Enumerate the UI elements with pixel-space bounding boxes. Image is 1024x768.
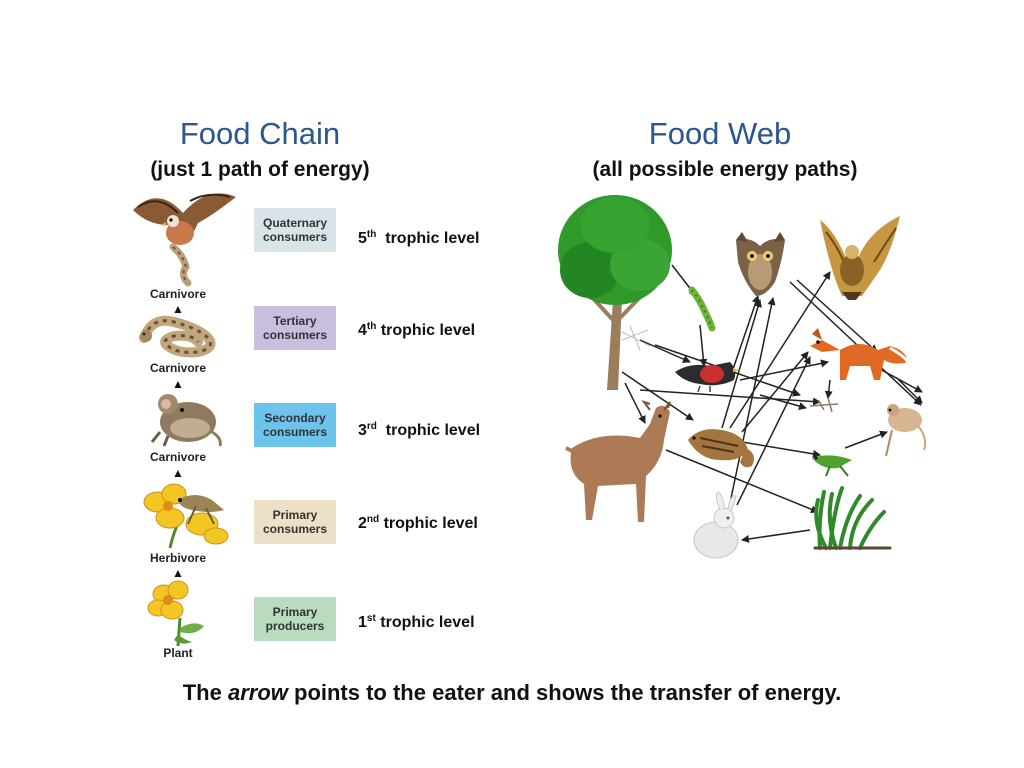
role-label-1: Carnivore (149, 287, 207, 301)
trophic-level-5: 5th trophic level (358, 229, 480, 248)
trophic-level-text: trophic level (380, 322, 476, 339)
trophic-level-4: 4th trophic level (358, 321, 475, 340)
role-label-2: Carnivore (149, 361, 207, 375)
caption: The arrow points to the eater and shows … (0, 680, 1024, 706)
ordinal-suffix: th (366, 229, 377, 240)
plant-icon (147, 580, 204, 647)
trophic-box-tertiary: Tertiary consumers (254, 306, 336, 350)
rabbit-icon (693, 491, 739, 559)
trophic-box-quaternary: Quaternary consumers (254, 208, 336, 252)
snake-icon (139, 315, 216, 358)
tree-icon (558, 195, 672, 390)
caterpillar-icon (688, 286, 716, 332)
trophic-box-primary-producers: Primary producers (254, 597, 336, 641)
energy-arrows (621, 264, 923, 543)
insect-icon (809, 397, 839, 413)
caption-text-before: The (182, 680, 228, 705)
bird-icon (675, 362, 740, 393)
fox-icon (810, 328, 910, 380)
trophic-level-2: 2nd trophic level (358, 514, 478, 533)
hawk-icon (133, 193, 236, 287)
caption-text-after: points to the eater and shows the transf… (287, 680, 842, 705)
chain-arrow-up-icon: ▲ (172, 302, 184, 316)
role-label-3: Carnivore (149, 450, 207, 464)
trophic-level-1: 1st trophic level (358, 613, 475, 632)
ordinal-number: 5 (358, 230, 367, 247)
chain-arrow-up-icon: ▲ (172, 466, 184, 480)
grasshopper-icon (812, 455, 852, 477)
chipmunk-icon (688, 429, 754, 468)
grasshopper-on-flower-icon (143, 483, 229, 549)
mouse-icon (885, 404, 927, 457)
mouse-icon (150, 394, 222, 447)
role-label-5: Plant (163, 646, 193, 660)
ordinal-number: 1 (358, 614, 367, 631)
trophic-level-text: trophic level (385, 422, 481, 439)
ordinal-suffix: rd (366, 421, 377, 432)
chain-arrow-up-icon: ▲ (172, 566, 184, 580)
trophic-level-text: trophic level (385, 230, 480, 247)
hawk-icon (820, 216, 900, 300)
trophic-box-primary-consumers: Primary consumers (254, 500, 336, 544)
trophic-level-3: 3rd trophic level (358, 421, 480, 440)
trophic-level-text: trophic level (380, 614, 475, 631)
chain-arrow-up-icon: ▲ (172, 377, 184, 391)
food-chain-title: Food Chain (179, 116, 341, 151)
deer-icon (565, 400, 671, 522)
ordinal-suffix: th (366, 321, 377, 332)
spider-web-icon (621, 325, 651, 351)
caption-emphasis: arrow (227, 680, 288, 705)
food-chain-subtitle: (just 1 path of energy) (150, 158, 370, 181)
owl-icon (736, 232, 785, 296)
food-web-subtitle: (all possible energy paths) (592, 158, 858, 181)
ordinal-number: 2 (358, 515, 367, 532)
ordinal-suffix: st (366, 613, 376, 624)
food-web-title: Food Web (648, 116, 792, 151)
ordinal-number: 3 (358, 422, 367, 439)
trophic-box-secondary: Secondary consumers (254, 403, 336, 447)
ordinal-suffix: nd (366, 514, 380, 525)
trophic-level-text: trophic level (383, 515, 478, 532)
role-label-4: Herbivore (149, 551, 207, 565)
grass-icon (813, 486, 892, 550)
ordinal-number: 4 (358, 322, 367, 339)
